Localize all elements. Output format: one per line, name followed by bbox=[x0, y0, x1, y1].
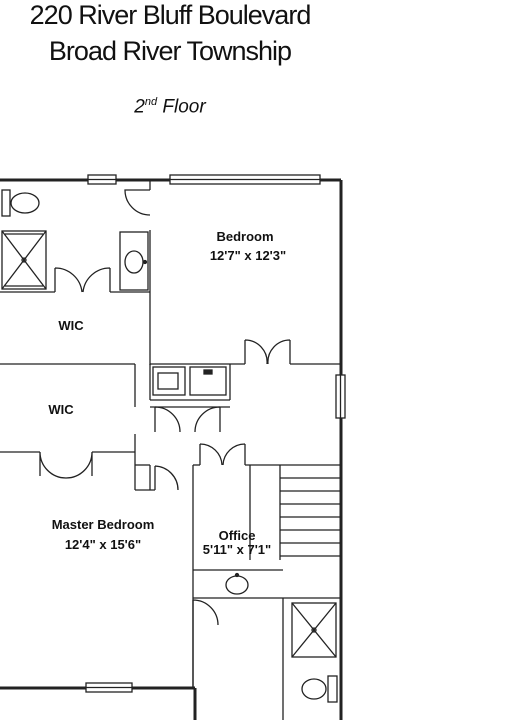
door-bedroom bbox=[244, 339, 291, 365]
wic-upper-label: WIC bbox=[58, 318, 84, 333]
sink-upper bbox=[119, 231, 149, 291]
toilet-upper bbox=[1, 189, 40, 217]
interior-walls bbox=[0, 180, 341, 720]
door-office bbox=[199, 443, 246, 466]
floor-number: 2 bbox=[134, 96, 145, 118]
office-dims: 5'11" x 7'1" bbox=[203, 542, 271, 557]
floor-label: 2nd Floor bbox=[70, 96, 270, 118]
wic-lower-label: WIC bbox=[48, 402, 74, 417]
door-bath-lower bbox=[192, 599, 219, 650]
dryer bbox=[189, 366, 227, 396]
floor-word: Floor bbox=[162, 96, 206, 118]
sink-office bbox=[193, 569, 283, 595]
township-title: Broad River Township bbox=[48, 36, 292, 66]
floor-suffix: nd bbox=[144, 96, 158, 108]
shower-upper bbox=[1, 230, 47, 290]
bedroom-label: Bedroom bbox=[216, 229, 273, 244]
shower-lower bbox=[291, 602, 337, 658]
bedroom-dims: 12'7" x 12'3" bbox=[210, 248, 286, 263]
door-laundry bbox=[154, 406, 221, 433]
master-label: Master Bedroom bbox=[52, 517, 155, 532]
office-label: Office bbox=[219, 528, 256, 543]
exterior-walls bbox=[0, 178, 343, 720]
door-master bbox=[154, 465, 179, 491]
toilet-lower bbox=[301, 675, 338, 703]
door-wic-upper bbox=[54, 267, 111, 293]
address-title: 220 River Bluff Boulevard bbox=[29, 0, 312, 30]
door-wic-lower bbox=[39, 451, 93, 479]
door-bath-upper bbox=[124, 189, 151, 216]
stairs bbox=[249, 465, 342, 560]
washer bbox=[152, 366, 186, 396]
master-dims: 12'4" x 15'6" bbox=[65, 537, 141, 552]
